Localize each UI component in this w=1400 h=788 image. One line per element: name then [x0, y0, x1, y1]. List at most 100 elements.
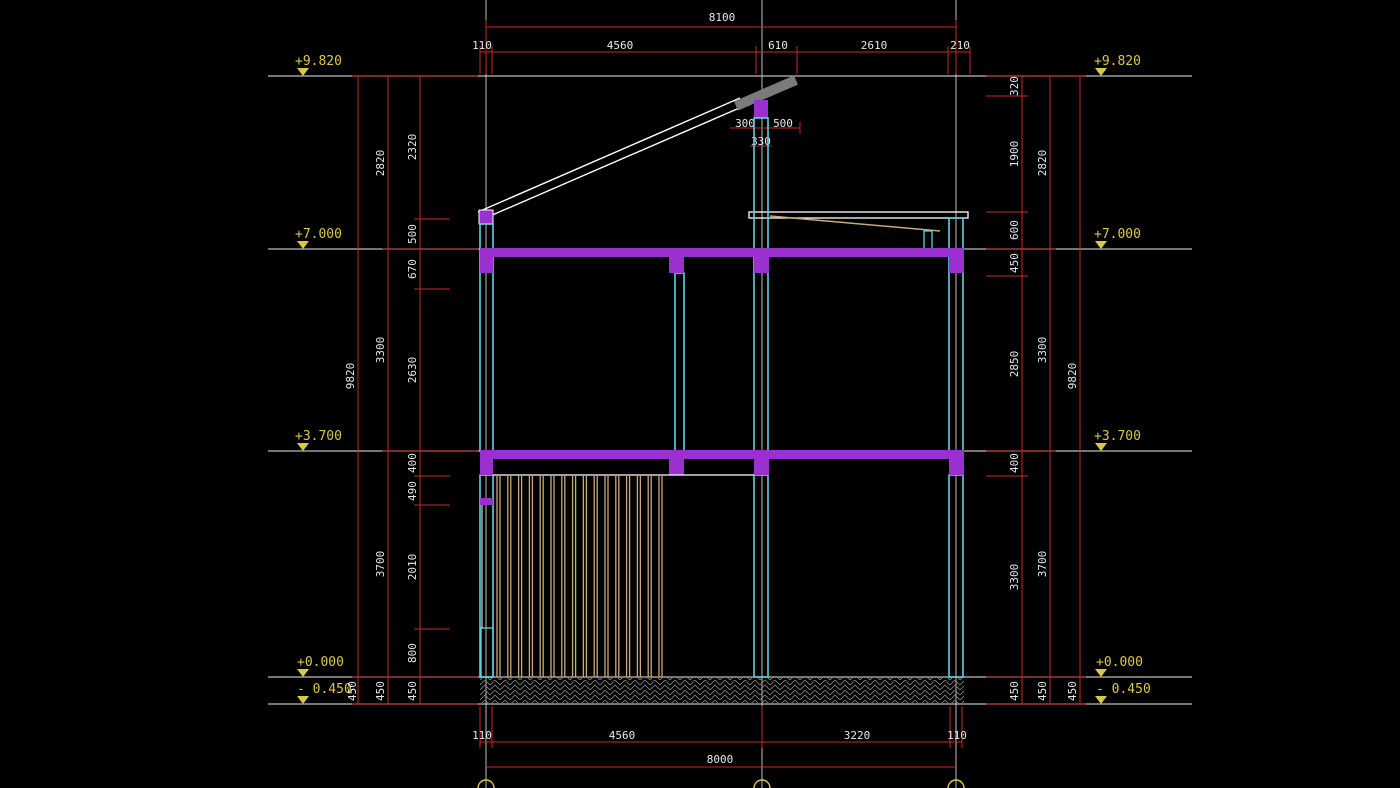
- beam-roof-drop-b: [754, 248, 769, 273]
- canopy-post: [923, 230, 933, 250]
- dim-top-right-edge: 210: [950, 39, 970, 52]
- dim-right-seg-3300: 3300: [1008, 564, 1021, 591]
- dim-bottom-span-right: 3220: [844, 729, 871, 742]
- roof-beam-eave: [478, 209, 494, 225]
- dim-roof-column: 330: [751, 135, 771, 148]
- dim-top-mid: 610: [768, 39, 788, 52]
- dim-right-seg-450c: 450: [1066, 681, 1079, 701]
- dims-right: 9820 2820 3300 3700 320 1900 600 450 285…: [986, 75, 1086, 705]
- level-label-roof-right: +7.000: [1094, 227, 1141, 242]
- dim-right-seg-450b: 450: [1036, 681, 1049, 701]
- level-labels: +9.820 +9.820 +7.000 +7.000 +3.700 +3.70…: [295, 54, 1151, 697]
- level-label-roof-left: +7.000: [295, 227, 342, 242]
- dim-left-seg-800: 800: [406, 643, 419, 663]
- columns: [479, 117, 964, 678]
- roof-slope-top: [477, 97, 741, 213]
- dim-left-plinth: 450: [346, 681, 359, 701]
- dim-left-seg-450a: 450: [374, 681, 387, 701]
- level-label-top-right: +9.820: [1094, 54, 1141, 69]
- dim-bottom-right-edge: 110: [947, 729, 967, 742]
- roof-slope-bottom: [489, 105, 745, 217]
- level-label-ground-right: +0.000: [1096, 655, 1143, 670]
- grid-bubble-icon: [753, 779, 771, 788]
- beam-first-drop-c: [949, 450, 964, 475]
- dim-bottom-span-left: 4560: [609, 729, 636, 742]
- roof: 300 500 330: [477, 75, 801, 225]
- dim-left-seg-400: 400: [406, 453, 419, 473]
- dim-right-seg-450a: 450: [1008, 681, 1021, 701]
- dim-right-storey-ground: 3700: [1036, 551, 1049, 578]
- dim-right-seg-450: 450: [1008, 253, 1021, 273]
- dim-roof-beam-width: 300: [735, 117, 755, 130]
- level-marker-icon: [1095, 443, 1107, 451]
- dims-left: 9820 2820 3300 3700 450 2320 500 670 263…: [344, 75, 478, 705]
- level-marker-icon: [297, 68, 309, 76]
- dim-right-storey-upper: 3300: [1036, 337, 1049, 364]
- beam-first-floor: [480, 450, 964, 459]
- dim-left-storey-ground: 3700: [374, 551, 387, 578]
- level-markers: [297, 68, 1107, 704]
- dim-top-left-edge: 110: [472, 39, 492, 52]
- level-label-ground-left: +0.000: [297, 655, 344, 670]
- beam-roof-drop-a: [480, 248, 493, 273]
- dim-left-storey-upper: 3300: [374, 337, 387, 364]
- beams: [480, 248, 964, 505]
- dim-left-storey-roof: 2820: [374, 150, 387, 177]
- level-marker-icon: [297, 241, 309, 249]
- grid-bubble-icon: [947, 779, 965, 788]
- level-marker-icon: [1095, 241, 1107, 249]
- roof-beam-ridge: [754, 100, 768, 118]
- dim-bottom-left-edge: 110: [472, 729, 492, 742]
- dim-right-seg-320: 320: [1008, 76, 1021, 96]
- dim-right-seg-600: 600: [1008, 220, 1021, 240]
- dims-bottom: 110 4560 3220 110 8000: [472, 706, 967, 788]
- dim-right-storey-roof: 2820: [1036, 150, 1049, 177]
- level-marker-icon: [297, 669, 309, 677]
- level-label-first-left: +3.700: [295, 429, 342, 444]
- level-label-natural-right: - 0.450: [1096, 682, 1151, 697]
- dim-right-seg-2850: 2850: [1008, 351, 1021, 378]
- level-lines: [268, 75, 1192, 705]
- dim-right-seg-1900: 1900: [1008, 141, 1021, 168]
- roof-canopy: [748, 211, 969, 250]
- dim-bottom-overall: 8000: [707, 753, 734, 766]
- dim-left-seg-490: 490: [406, 481, 419, 501]
- beam-roof-drop-c: [949, 248, 964, 273]
- dim-left-seg-2010: 2010: [406, 554, 419, 581]
- grid-bubble-icon: [477, 779, 495, 788]
- beam-first-drop-mid: [669, 450, 684, 475]
- beam-roof-slab: [480, 248, 964, 257]
- dim-left-seg-500: 500: [406, 224, 419, 244]
- roof-ridge-cap: [734, 75, 798, 111]
- level-marker-icon: [1095, 68, 1107, 76]
- dim-left-seg-670: 670: [406, 259, 419, 279]
- lintel-door: [480, 498, 493, 505]
- column-mid-upper: [674, 272, 685, 452]
- level-label-first-right: +3.700: [1094, 429, 1141, 444]
- dim-left-seg-2320: 2320: [406, 134, 419, 161]
- dim-right-seg-400: 400: [1008, 453, 1021, 473]
- level-label-top-left: +9.820: [295, 54, 342, 69]
- level-marker-icon: [1095, 696, 1107, 704]
- dim-left-overall: 9820: [344, 363, 357, 390]
- canopy-slope: [769, 215, 941, 232]
- dim-right-overall: 9820: [1066, 363, 1079, 390]
- dim-left-seg-450b: 450: [406, 681, 419, 701]
- dim-top-span-right: 2610: [861, 39, 888, 52]
- beam-roof-drop-mid: [669, 248, 684, 273]
- dims-top: 8100 110 4560 610 2610 210: [472, 11, 971, 74]
- column-b-upper: [753, 117, 769, 452]
- beam-first-drop-b: [754, 450, 769, 475]
- door-frame: [480, 627, 494, 678]
- level-marker-icon: [297, 443, 309, 451]
- dim-left-seg-2630: 2630: [406, 357, 419, 384]
- dim-top-overall: 8100: [709, 11, 736, 24]
- canopy-slab: [748, 211, 969, 219]
- column-b-lower: [753, 474, 769, 678]
- level-label-natural-left: - 0.450: [297, 682, 352, 697]
- level-marker-icon: [1095, 669, 1107, 677]
- dim-top-span-left: 4560: [607, 39, 634, 52]
- foundation-hatch: [480, 678, 964, 703]
- dim-roof-beam-right: 500: [773, 117, 793, 130]
